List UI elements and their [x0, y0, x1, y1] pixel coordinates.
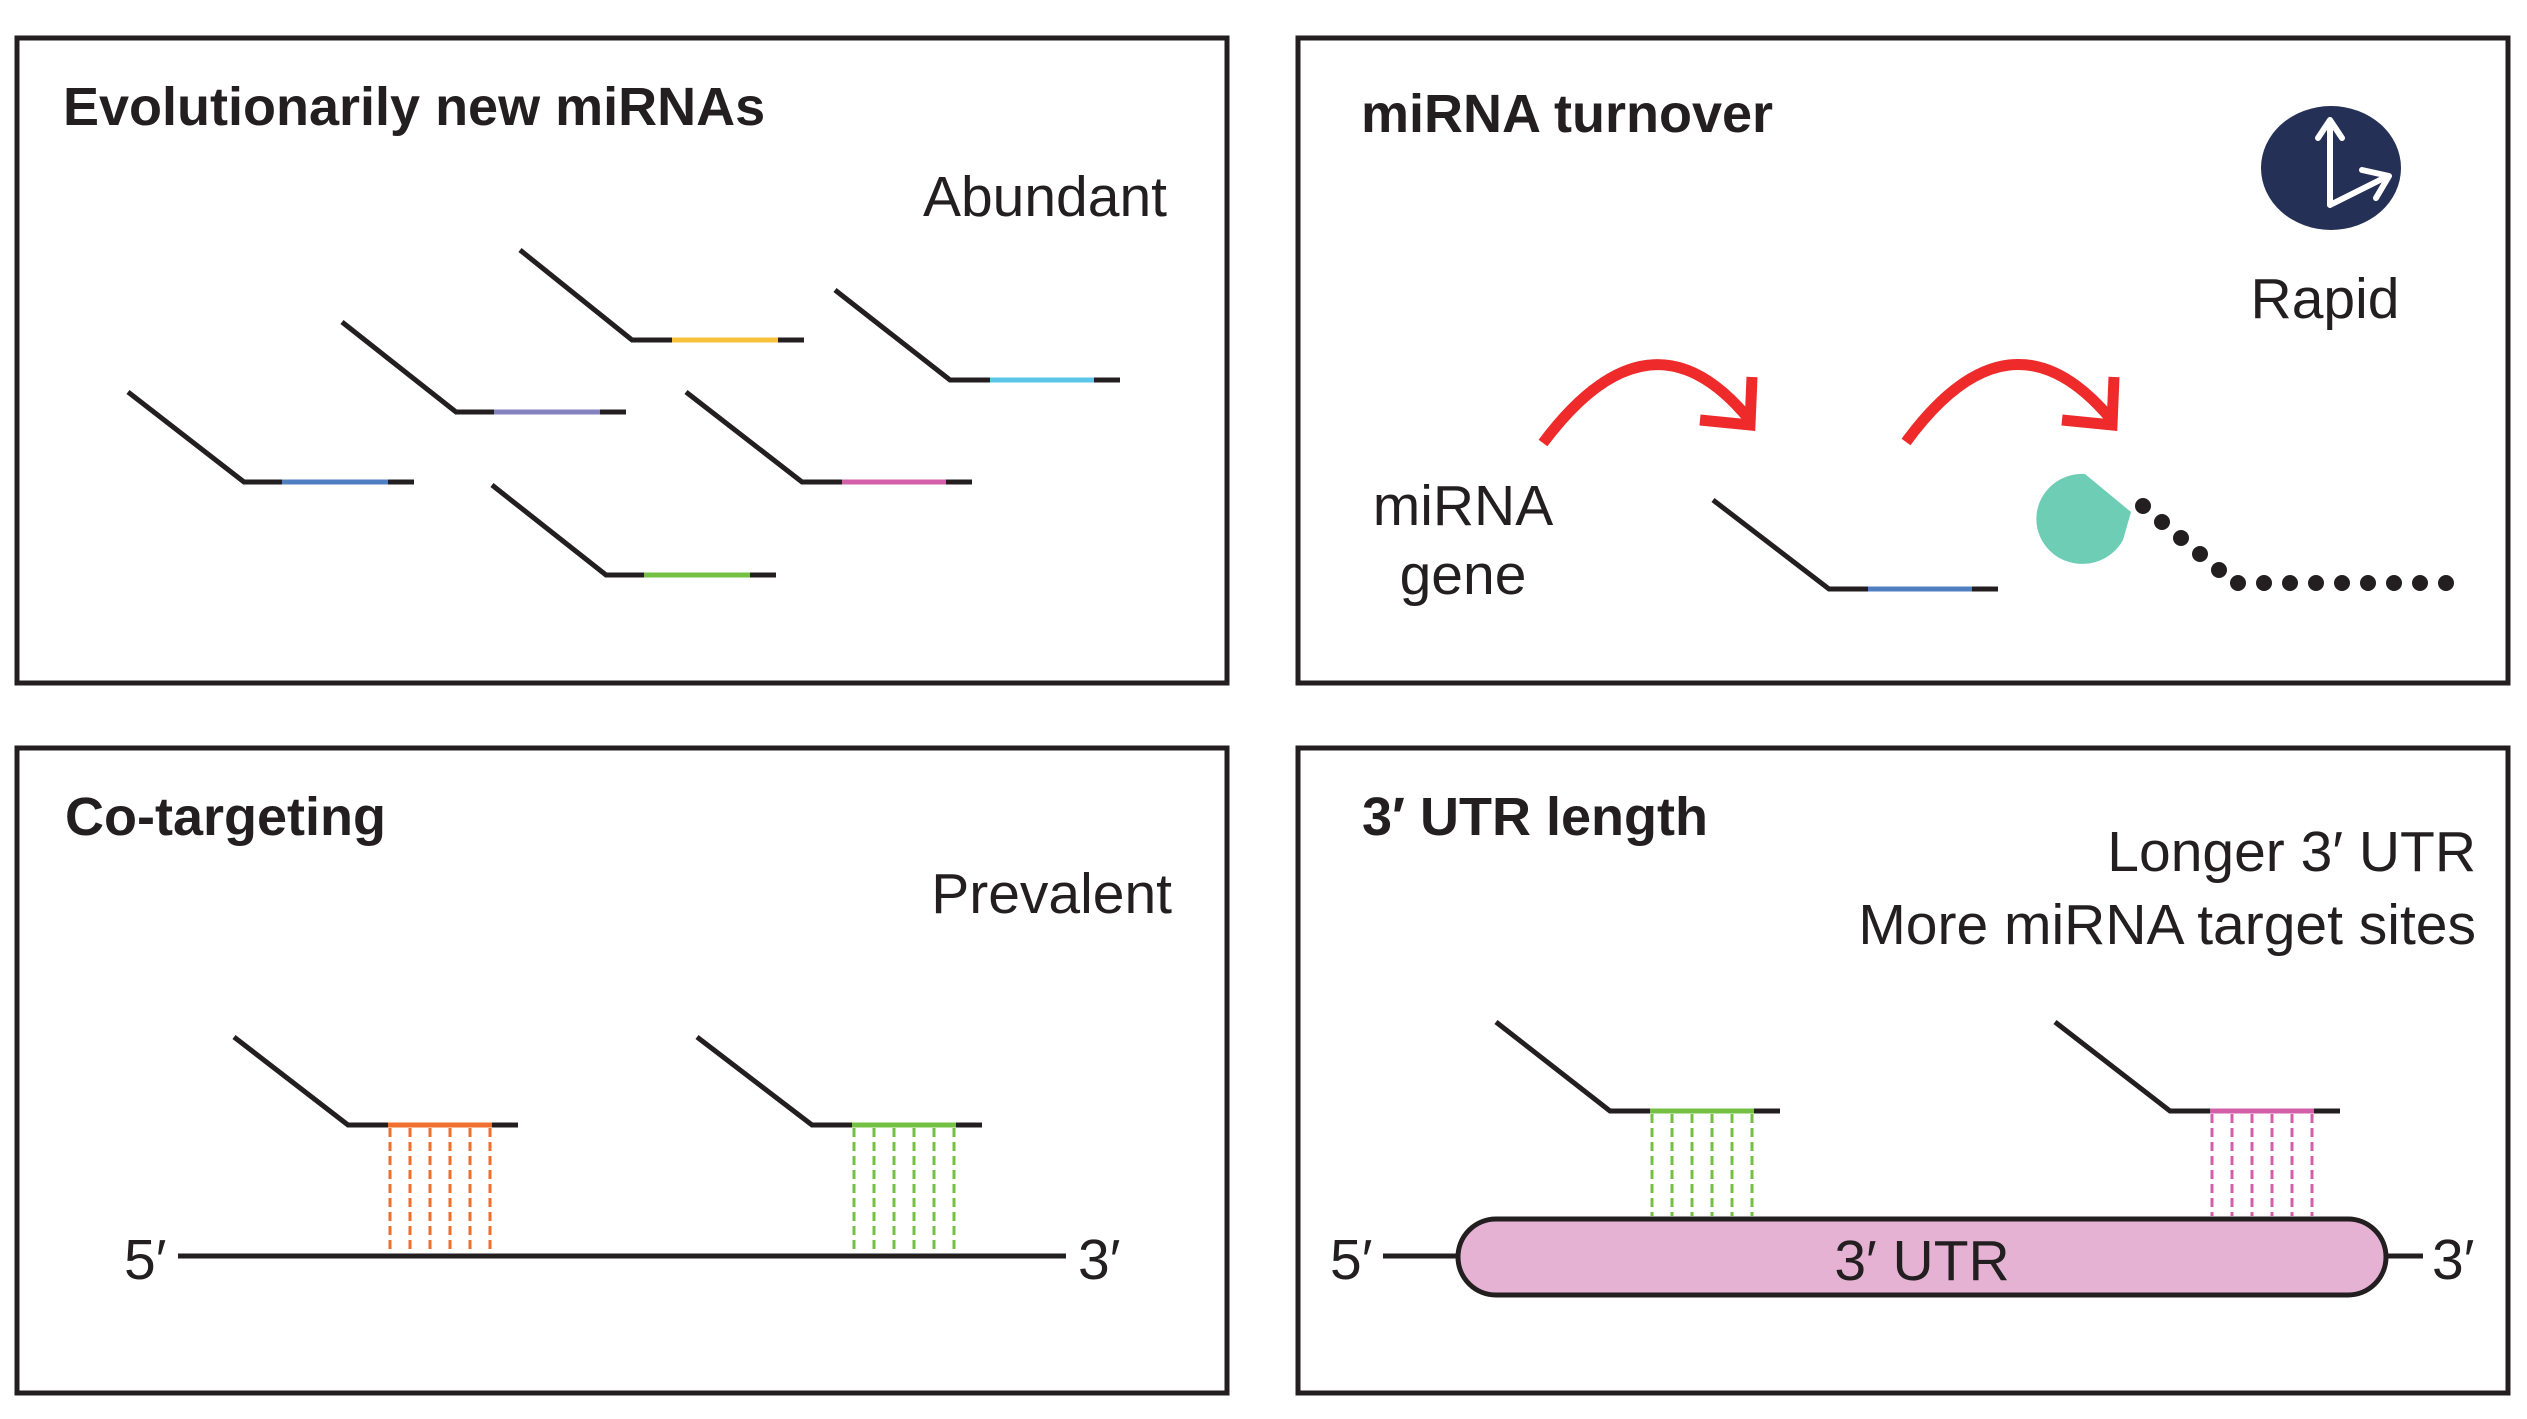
- mirna-hairpin-tail: [684, 390, 842, 485]
- gene-label-line2: gene: [1400, 543, 1527, 607]
- panel-title: miRNA turnover: [1361, 84, 1773, 144]
- three-prime-label: 3′: [1078, 1228, 1120, 1292]
- mirna-duplex: [833, 288, 1120, 383]
- panel-mirna-turnover: miRNA turnover Rapid miRNA gene: [1295, 35, 2511, 686]
- panel-frame: [14, 745, 1230, 1396]
- mirna-duplex: [695, 1035, 982, 1128]
- mirna-duplex: [2053, 1020, 2340, 1114]
- base-pairing-green: [1650, 1114, 1754, 1216]
- panel-frame: [1295, 745, 2511, 1396]
- panel-note-line2: More miRNA target sites: [1858, 893, 2476, 957]
- mirna-hairpin-tail: [695, 1035, 852, 1128]
- panel-frame: [14, 35, 1230, 686]
- panel-note-line1: Longer 3′ UTR: [2107, 820, 2476, 884]
- mirna-hairpin-tail: [833, 288, 990, 383]
- curved-arrow-icon: [1901, 359, 2120, 446]
- base-pairing-orange: [388, 1128, 492, 1253]
- mirna-duplex: [1494, 1020, 1780, 1114]
- mirna-duplex: [490, 483, 776, 578]
- mirna-hairpin-tail: [490, 483, 644, 578]
- panel-note: Abundant: [923, 165, 1167, 229]
- five-prime-label: 5′: [124, 1228, 166, 1292]
- mirna-duplex: [684, 390, 972, 485]
- mirna-hairpin-tail: [2053, 1020, 2210, 1114]
- five-prime-label: 5′: [1330, 1228, 1372, 1292]
- mirna-hairpin-tail: [1494, 1020, 1650, 1114]
- utr-label: 3′ UTR: [1834, 1229, 2009, 1293]
- panel-title: 3′ UTR length: [1362, 787, 1708, 847]
- panel-title: Co-targeting: [65, 787, 386, 847]
- mirna-duplex: [232, 1035, 518, 1128]
- mirna-hairpin-tail: [340, 320, 494, 415]
- panel-co-targeting: Co-targeting Prevalent 5′ 3′: [14, 745, 1230, 1396]
- panel-note: Rapid: [2251, 267, 2400, 331]
- mirna-hairpin-tail: [1711, 498, 1868, 592]
- mirna-duplex: [518, 248, 804, 343]
- panel-evolutionary-mirnas: Evolutionarily new miRNAs Abundant: [14, 35, 1230, 686]
- mirna-duplex: [126, 390, 414, 485]
- base-pairing-green: [852, 1128, 956, 1253]
- gene-label-line1: miRNA: [1373, 474, 1554, 538]
- utr-region: [1455, 1216, 2389, 1298]
- panel-note: Prevalent: [931, 862, 1172, 926]
- three-prime-label: 3′: [2432, 1228, 2474, 1292]
- mirna-duplex: [340, 320, 626, 415]
- stopwatch-icon: [2261, 106, 2401, 230]
- panel-title: Evolutionarily new miRNAs: [63, 77, 765, 137]
- mirna-hairpin-tail: [232, 1035, 388, 1128]
- degraded-mirna-dots: [2135, 498, 2454, 591]
- panel-utr-length: 3′ UTR length Longer 3′ UTR More miRNA t…: [1295, 745, 2511, 1396]
- mirna-hairpin-tail: [126, 390, 282, 485]
- curved-arrow-icon: [1538, 359, 1758, 447]
- mirna-hairpin-tail: [518, 248, 672, 343]
- base-pairing-magenta: [2210, 1114, 2314, 1216]
- mature-mirna: [1711, 498, 1998, 592]
- pacman-degrader-icon: [2036, 473, 2131, 564]
- panel-frame: [1295, 35, 2511, 686]
